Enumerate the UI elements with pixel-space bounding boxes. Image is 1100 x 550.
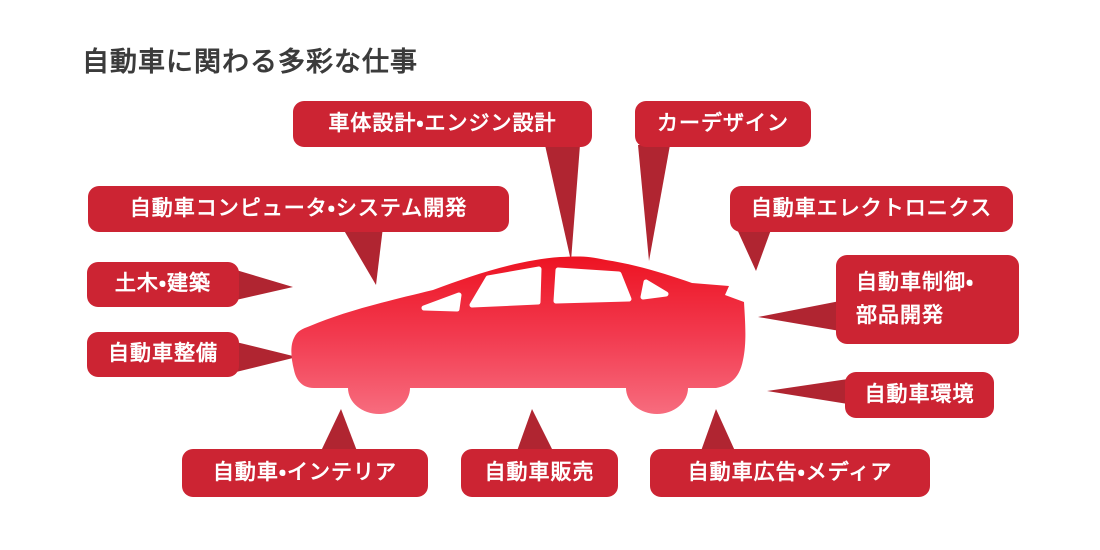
label-body-engine-design: 車体設計・エンジン設計 bbox=[293, 101, 592, 147]
pointer-interior bbox=[321, 409, 357, 451]
pointer-electronics bbox=[736, 227, 772, 271]
label-maintenance: 自動車整備 bbox=[87, 332, 239, 377]
label-civil-architecture: 土木・建築 bbox=[87, 262, 239, 307]
car-body bbox=[291, 256, 746, 414]
label-interior: 自動車・インテリア bbox=[182, 449, 428, 497]
label-control-parts-line1: 自動車制御・ bbox=[856, 270, 975, 294]
rear-door-window bbox=[553, 267, 632, 304]
pointer-civil-architecture bbox=[236, 270, 293, 300]
label-environment: 自動車環境 bbox=[845, 372, 994, 418]
label-control-parts-dev: 自動車制御・ 部品開発 bbox=[836, 255, 1019, 344]
pointer-body-engine-design bbox=[545, 145, 580, 261]
label-electronics: 自動車エレクトロニクス bbox=[730, 186, 1013, 232]
pointer-computer-system bbox=[342, 227, 383, 285]
pointer-advertising-media bbox=[701, 409, 735, 451]
label-sales: 自動車販売 bbox=[461, 449, 618, 497]
label-computer-system-dev: 自動車コンピュータ・システム開発 bbox=[88, 186, 509, 232]
pointer-environment bbox=[767, 379, 848, 404]
rear-quarter-window bbox=[640, 279, 669, 300]
pointer-maintenance bbox=[236, 342, 297, 372]
pointer-control-parts bbox=[758, 301, 840, 331]
front-quarter-window bbox=[421, 292, 462, 312]
pointer-car-design bbox=[638, 145, 670, 261]
pointer-sales bbox=[517, 409, 553, 451]
front-door-window bbox=[469, 266, 542, 308]
car-windows bbox=[421, 266, 669, 312]
label-control-parts-line2: 部品開発 bbox=[856, 303, 944, 327]
label-car-design: カーデザイン bbox=[635, 101, 811, 147]
label-advertising-media: 自動車広告・メディア bbox=[650, 449, 930, 497]
page-title: 自動車に関わる多彩な仕事 bbox=[82, 47, 418, 77]
pointer-spikes bbox=[236, 145, 848, 451]
